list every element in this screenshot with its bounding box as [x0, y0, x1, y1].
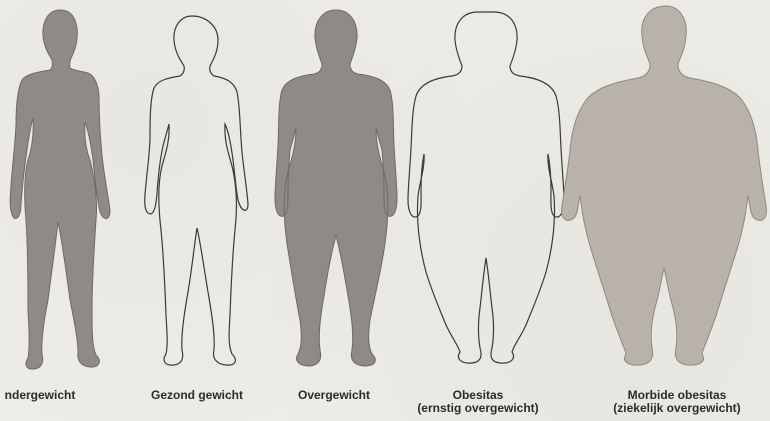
label-underweight: ndergewicht — [0, 389, 110, 402]
label-morbid-obese-text: Morbide obesitas — [628, 388, 727, 402]
label-morbid-obese-subtext: (ziekelijk overgewicht) — [586, 402, 768, 415]
silhouette-obese — [408, 12, 564, 363]
label-obese: Obesitas (ernstig overgewicht) — [402, 389, 554, 415]
label-healthy: Gezond gewicht — [126, 389, 268, 402]
label-overweight-text: Overgewicht — [298, 388, 370, 402]
label-obese-text: Obesitas — [453, 388, 504, 402]
label-underweight-text: ndergewicht — [5, 388, 76, 402]
silhouette-healthy — [145, 16, 248, 365]
silhouette-morbid-obese — [562, 6, 767, 365]
label-morbid-obese: Morbide obesitas (ziekelijk overgewicht) — [586, 389, 768, 415]
label-overweight: Overgewicht — [270, 389, 398, 402]
silhouette-overweight — [275, 10, 397, 366]
silhouette-underweight — [10, 10, 110, 369]
label-healthy-text: Gezond gewicht — [151, 388, 243, 402]
label-obese-subtext: (ernstig overgewicht) — [402, 402, 554, 415]
